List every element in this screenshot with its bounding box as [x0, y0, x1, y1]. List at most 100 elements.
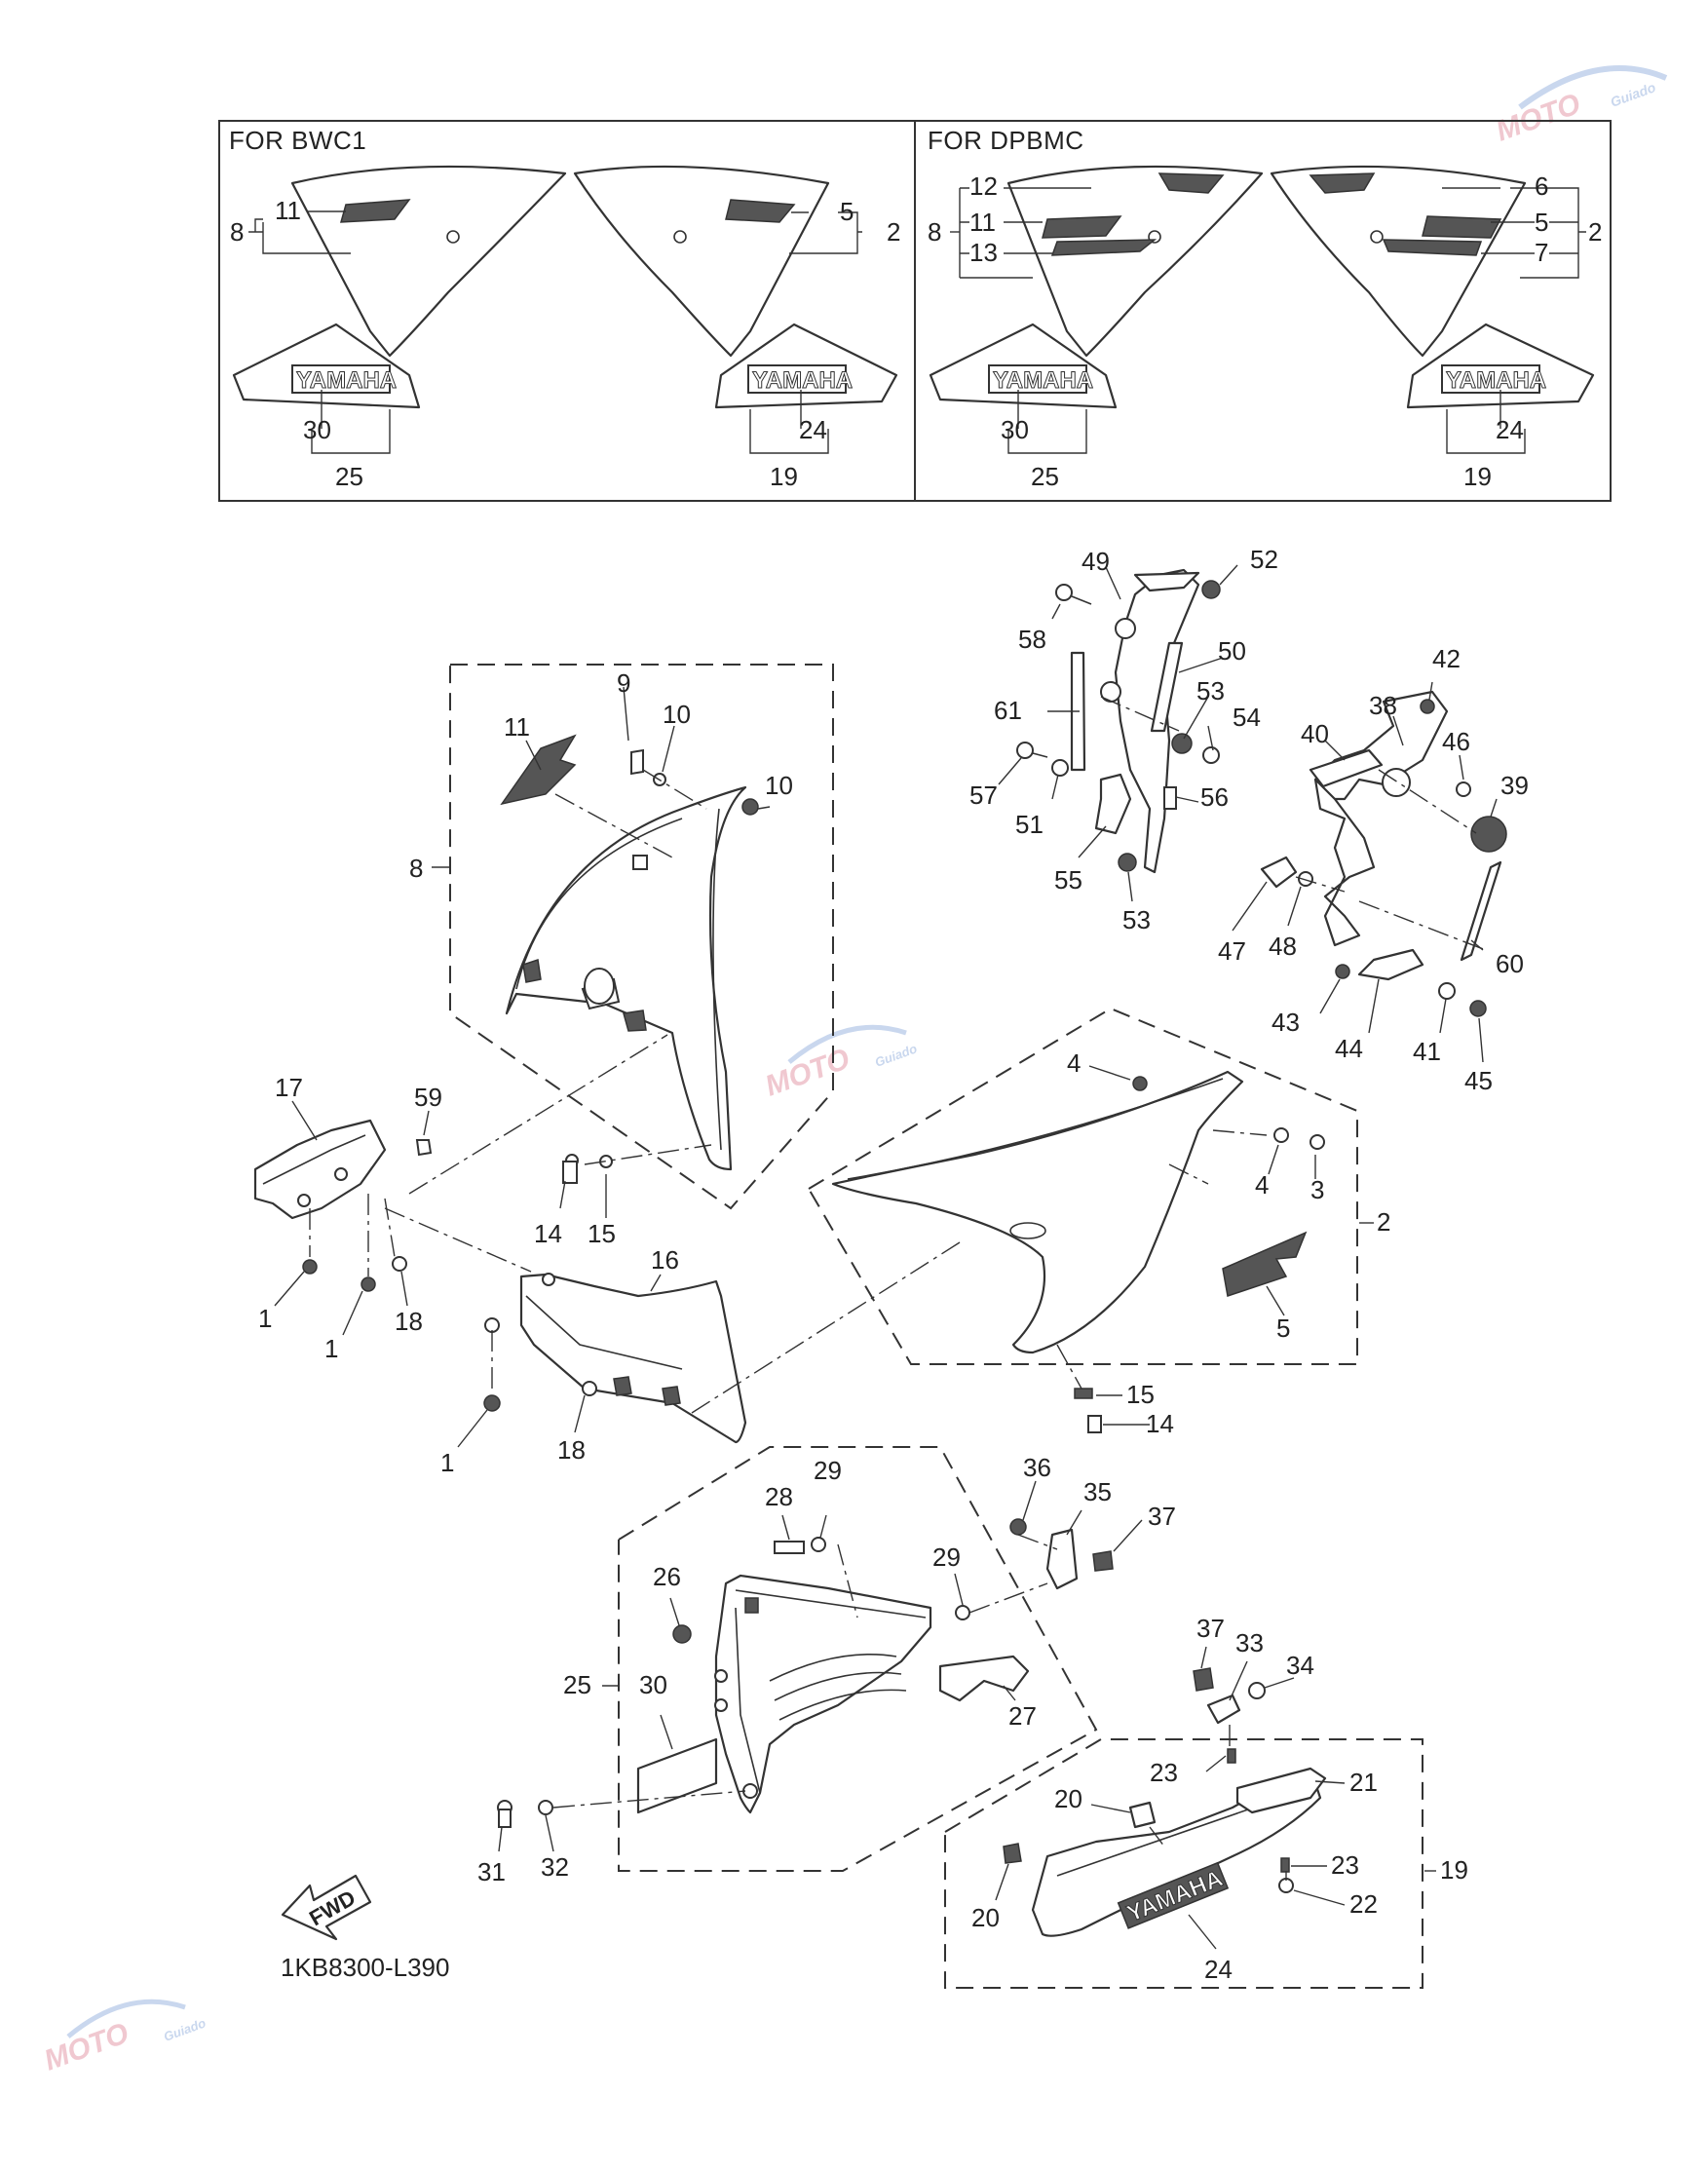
callout-number: 44	[1335, 1034, 1363, 1063]
callout-number: 25	[563, 1670, 591, 1699]
watermark-sub: Guiado	[873, 1041, 919, 1069]
callout-number: 2	[1588, 217, 1602, 247]
callout-number: 55	[1054, 865, 1082, 895]
callout-number: 23	[1150, 1758, 1178, 1787]
yamaha-emblem: YAMAHA	[993, 367, 1093, 394]
callout-number: 7	[1535, 238, 1548, 267]
callout-number: 2	[1377, 1207, 1390, 1237]
callout-number: 8	[409, 854, 423, 883]
callout-number: 8	[230, 217, 244, 247]
callout-number: 54	[1233, 703, 1261, 732]
diagram-code: 1KB8300-L390	[281, 1953, 449, 1982]
callout-number: 14	[1146, 1409, 1174, 1438]
callout-number: 6	[1535, 171, 1548, 201]
callout-number: 1	[440, 1448, 454, 1477]
lower-cowl-right-assembly: YAMAHA 37 33 34 23 21 20 23 19 20 2	[944, 1614, 1468, 1989]
watermark-bottom-left: MOTO Guiado	[40, 1999, 208, 2077]
callout-number: 4	[1067, 1048, 1081, 1078]
callout-number: 16	[651, 1245, 679, 1275]
callout-number: 49	[1082, 547, 1110, 576]
callout-number: 19	[1440, 1855, 1468, 1885]
callout-number: 48	[1269, 932, 1297, 961]
callout-number: 61	[994, 696, 1022, 725]
callout-number: 45	[1464, 1066, 1493, 1095]
callout-number: 30	[639, 1670, 667, 1699]
watermark-top-right: MOTO Guiado	[1492, 65, 1668, 148]
side-panel-right-assembly: 4 4 3 2 5 15 14	[808, 1007, 1390, 1438]
watermark-center: MOTO Guiado	[761, 1024, 919, 1103]
callout-number: 47	[1218, 936, 1246, 966]
callout-number: 4	[1255, 1170, 1269, 1200]
inset-header: FOR BWC1	[229, 126, 366, 155]
callout-number: 5	[1276, 1314, 1290, 1343]
callout-number: 18	[557, 1435, 586, 1465]
callout-number: 57	[969, 781, 998, 810]
yamaha-emblem: YAMAHA	[1446, 367, 1546, 394]
callout-number: 36	[1023, 1453, 1051, 1482]
callout-number: 10	[765, 771, 793, 800]
callout-number: 12	[969, 171, 998, 201]
callout-number: 3	[1310, 1175, 1324, 1204]
callout-number: 18	[395, 1307, 423, 1336]
callout-number: 27	[1008, 1701, 1037, 1731]
callout-number: 25	[1031, 462, 1059, 491]
callout-number: 24	[1496, 415, 1524, 444]
callout-number: 29	[932, 1543, 961, 1572]
callout-number: 20	[971, 1903, 1000, 1932]
callout-number: 10	[663, 700, 691, 729]
callout-number: 21	[1349, 1768, 1378, 1797]
callout-number: 28	[765, 1482, 793, 1511]
watermark-logo: MOTO	[761, 1043, 854, 1103]
callout-number: 11	[504, 712, 530, 742]
callout-number: 43	[1272, 1008, 1300, 1037]
callout-number: 26	[653, 1562, 681, 1591]
callout-number: 24	[1204, 1955, 1233, 1984]
yamaha-emblem: YAMAHA	[296, 367, 397, 394]
callout-number: 5	[1535, 208, 1548, 237]
callout-number: 1	[258, 1304, 272, 1333]
callout-number: 59	[414, 1083, 442, 1112]
callout-number: 19	[770, 462, 798, 491]
callout-number: 34	[1286, 1651, 1314, 1680]
watermark-sub: Guiado	[162, 2015, 208, 2043]
callout-number: 46	[1442, 727, 1470, 756]
callout-number: 33	[1235, 1628, 1264, 1657]
callout-number: 14	[534, 1219, 562, 1248]
callout-number: 52	[1250, 545, 1278, 574]
callout-number: 42	[1432, 644, 1461, 673]
callout-number: 32	[541, 1852, 569, 1882]
callout-number: 24	[799, 415, 827, 444]
callout-number: 53	[1122, 905, 1151, 934]
callout-number: 20	[1054, 1784, 1082, 1813]
callout-number: 19	[1463, 462, 1492, 491]
callout-number: 31	[477, 1857, 506, 1886]
lower-cowl-left-assembly: 28 29 36 35 37 26 29 25 30 27 31 32	[477, 1446, 1176, 1886]
callout-number: 15	[588, 1219, 616, 1248]
callout-number: 8	[928, 217, 941, 247]
fwd-arrow: FWD	[281, 1874, 372, 1941]
callout-number: 56	[1200, 782, 1229, 812]
callout-number: 11	[275, 196, 301, 225]
callout-number: 37	[1148, 1502, 1176, 1531]
callout-number: 60	[1496, 949, 1524, 978]
watermark-sub: Guiado	[1609, 79, 1658, 110]
callout-number: 37	[1196, 1614, 1225, 1643]
inset-dpbmc: FOR DPBMC YAMAHA YAMAHA 12 8	[928, 126, 1602, 491]
callout-number: 1	[324, 1334, 338, 1363]
callout-number: 13	[969, 238, 998, 267]
upper-bracket-assembly: 49 52 58 50 61 53 54 57 51 56 55 53 42 3…	[969, 545, 1529, 1095]
lower-front-assembly: 17 59 14 15 1 1 18 16 1 18	[253, 1034, 961, 1477]
callout-number: 2	[887, 217, 900, 247]
callout-number: 50	[1218, 636, 1246, 666]
callout-number: 15	[1126, 1380, 1155, 1409]
callout-number: 23	[1331, 1850, 1359, 1880]
callout-number: 35	[1083, 1477, 1112, 1506]
yamaha-emblem: YAMAHA	[752, 367, 853, 394]
callout-number: 29	[814, 1456, 842, 1485]
callout-number: 38	[1369, 691, 1397, 720]
callout-number: 30	[1001, 415, 1029, 444]
callout-number: 40	[1301, 719, 1329, 748]
callout-number: 58	[1018, 625, 1046, 654]
callout-number: 9	[617, 668, 630, 698]
